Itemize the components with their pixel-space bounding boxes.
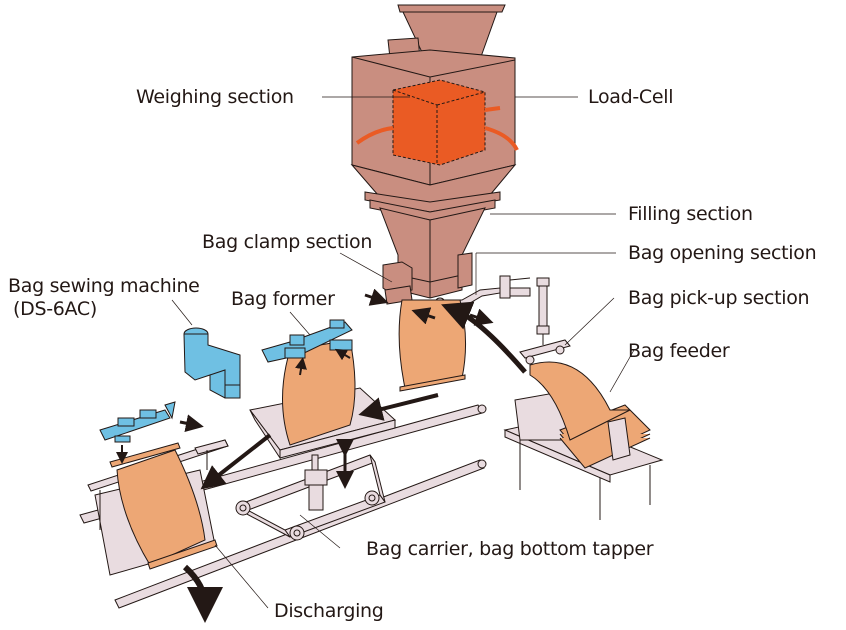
load-cell	[355, 79, 519, 166]
bag-stack	[529, 361, 651, 469]
label-weighing-section: Weighing section	[136, 86, 294, 108]
sewing-machine	[183, 327, 241, 399]
label-load-cell: Load-Cell	[588, 86, 674, 108]
label-discharging: Discharging	[274, 600, 384, 622]
bag-pickup	[519, 277, 571, 365]
bag-carrier	[235, 454, 386, 541]
label-filling-section: Filling section	[628, 203, 753, 225]
bag-filling-bottom	[399, 374, 466, 392]
flow-arrows	[116, 288, 527, 623]
label-bag-carrier: Bag carrier, bag bottom tapper	[366, 538, 654, 560]
bag-filling	[398, 299, 467, 389]
label-bag-clamp-section: Bag clamp section	[202, 231, 373, 253]
label-bag-opening-section: Bag opening section	[628, 242, 817, 264]
bag-seam-bottom	[147, 539, 218, 570]
label-bag-sewing-machine-model: (DS-6AC)	[13, 298, 97, 320]
label-bag-feeder: Bag feeder	[628, 340, 730, 362]
leader-lines	[171, 96, 635, 609]
sewing-head	[99, 401, 176, 443]
label-bag-sewing-machine: Bag sewing machine	[8, 275, 200, 297]
label-bag-pickup-section: Bag pick-up section	[628, 287, 810, 309]
label-bag-former: Bag former	[231, 288, 335, 310]
